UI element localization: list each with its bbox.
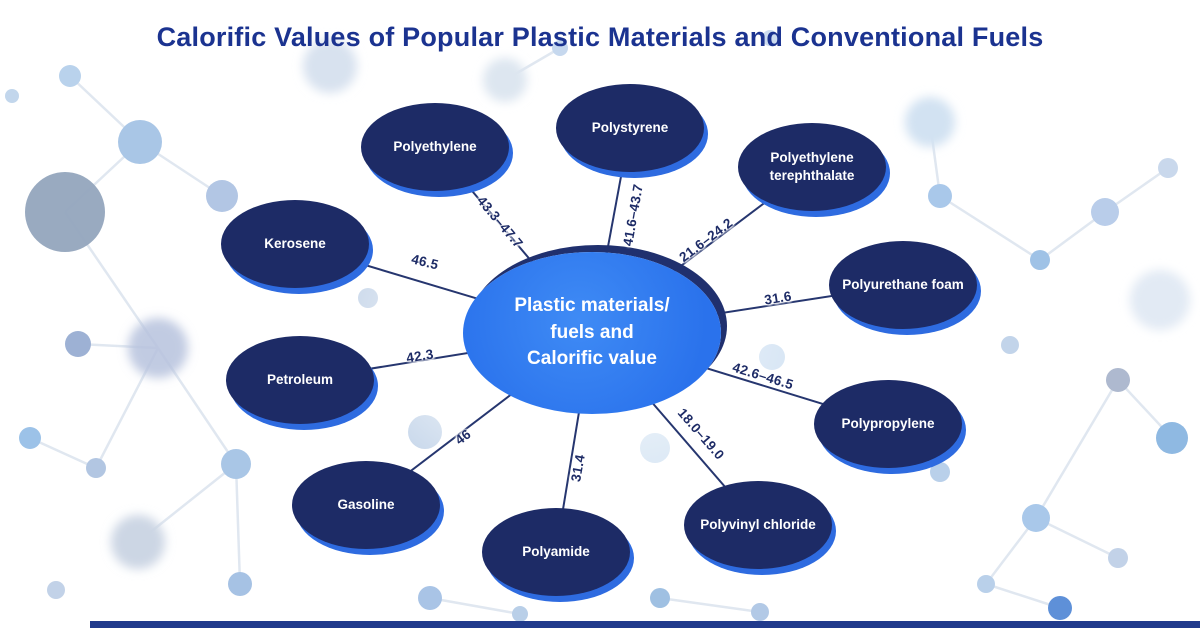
node-polyurethane-foam: Polyurethane foam <box>829 241 977 329</box>
center-hub-label: Plastic materials/ fuels and Calorific v… <box>514 295 670 370</box>
node-polyethylene-terephthalate: Polyethylene terephthalate <box>738 123 886 211</box>
node-polyvinyl-chloride: Polyvinyl chloride <box>684 481 832 569</box>
node-label: Kerosene <box>264 236 326 252</box>
node-polystyrene: Polystyrene <box>556 84 704 172</box>
node-petroleum: Petroleum <box>226 336 374 424</box>
node-gasoline: Gasoline <box>292 461 440 549</box>
node-label: Polyethylene <box>393 139 477 155</box>
node-polyethylene: Polyethylene <box>361 103 509 191</box>
node-polypropylene: Polypropylene <box>814 380 962 468</box>
node-label: Polystyrene <box>591 120 669 136</box>
node-label: Polyamide <box>522 544 590 560</box>
bottom-accent-bar <box>90 621 1200 628</box>
node-kerosene: Kerosene <box>221 200 369 288</box>
node-label: Polypropylene <box>841 416 935 432</box>
node-label: Polyethylene terephthalate <box>769 150 855 183</box>
node-label: Polyurethane foam <box>842 277 964 293</box>
node-label: Petroleum <box>266 372 334 388</box>
node-label: Polyvinyl chloride <box>700 517 816 533</box>
node-label: Gasoline <box>337 497 395 513</box>
node-polyamide: Polyamide <box>482 508 630 596</box>
page-title: Calorific Values of Popular Plastic Mate… <box>156 22 1044 52</box>
center-hub-node: Plastic materials/ fuels and Calorific v… <box>463 252 721 414</box>
